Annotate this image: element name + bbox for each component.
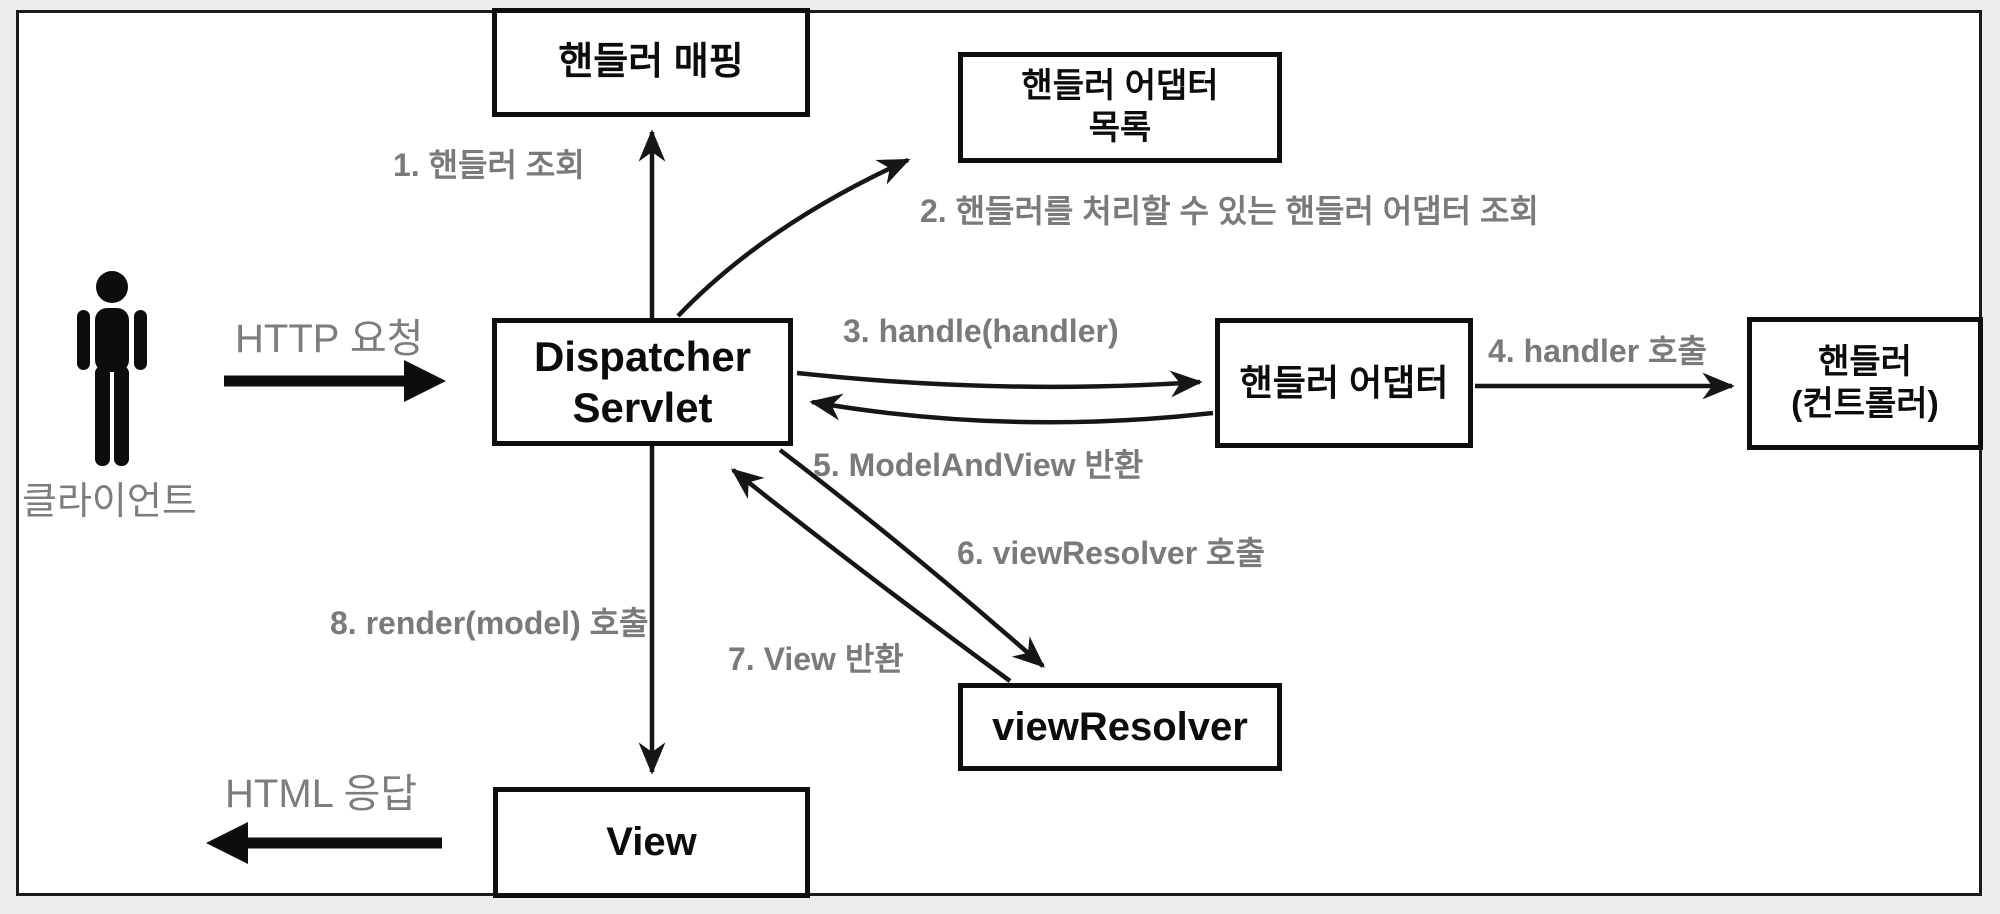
step2-label: 2. 핸들러를 처리할 수 있는 핸들러 어댑터 조회 xyxy=(920,193,1539,229)
dispatcher-servlet-label-line2: Servlet xyxy=(572,384,713,431)
handler-controller-label-line2: (컨트롤러) xyxy=(1791,384,1939,423)
arrow-3-handle-call xyxy=(796,370,1203,398)
html-response-label: HTML 응답 xyxy=(225,772,418,816)
dispatcher-servlet-label-line1: Dispatcher xyxy=(533,332,752,380)
step5-label: 5. ModelAndView 반환 xyxy=(813,447,1144,483)
dispatcher-servlet-box: Dispatcher Servlet xyxy=(492,318,793,446)
http-request-label: HTTP 요청 xyxy=(235,317,424,361)
handler-mapping-label: 핸들러 매핑 xyxy=(558,41,744,84)
handler-adapter-label: 핸들러 어댑터 xyxy=(1239,362,1449,404)
html-response-arrow xyxy=(206,822,442,864)
handler-controller-box: 핸들러 (컨트롤러) xyxy=(1747,317,1983,450)
step3-label: 3. handle(handler) xyxy=(843,313,1119,349)
step1-label: 1. 핸들러 조회 xyxy=(393,147,585,183)
view-box: View xyxy=(493,787,810,898)
step4-label: 4. handler 호출 xyxy=(1488,333,1707,369)
step6-label: 6. viewResolver 호출 xyxy=(957,535,1265,571)
arrow-6-viewresolver-call xyxy=(778,448,1046,668)
view-resolver-label: viewResolver xyxy=(992,704,1248,749)
view-label: View xyxy=(606,820,697,865)
client-label: 클라이언트 xyxy=(22,481,197,523)
handler-adapter-box: 핸들러 어댑터 xyxy=(1215,318,1473,448)
step7-label: 7. View 반환 xyxy=(728,641,904,677)
http-request-arrow xyxy=(224,360,446,402)
arrow-7-view-return xyxy=(730,468,1012,683)
handler-mapping-box: 핸들러 매핑 xyxy=(492,8,810,117)
handler-adapter-list-label-line2: 목록 xyxy=(1088,108,1152,147)
client-person-icon xyxy=(77,271,147,466)
view-resolver-box: viewResolver xyxy=(958,683,1282,771)
arrow-5-modelandview-return xyxy=(809,393,1214,425)
handler-adapter-list-label-line1: 핸들러 어댑터 xyxy=(1021,67,1219,106)
step8-label: 8. render(model) 호출 xyxy=(330,605,649,641)
arrow-2-adapter-lookup xyxy=(676,157,911,318)
handler-adapter-list-box: 핸들러 어댑터 목록 xyxy=(958,52,1282,163)
handler-controller-label-line1: 핸들러 xyxy=(1818,343,1912,382)
